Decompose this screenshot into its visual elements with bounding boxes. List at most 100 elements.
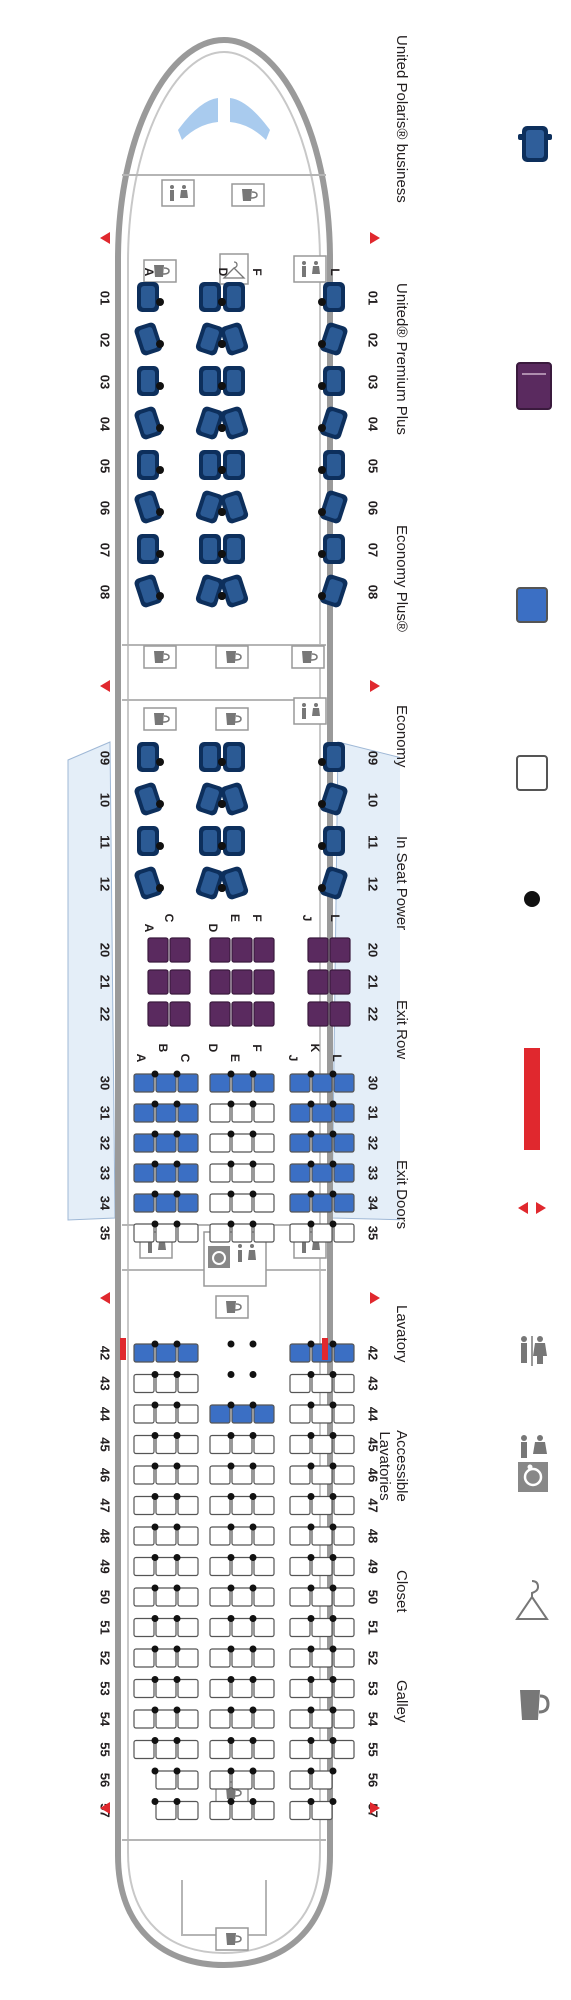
polaris-seat[interactable] bbox=[133, 865, 163, 900]
premium-plus-seat[interactable] bbox=[253, 969, 275, 995]
economy-plus-seat[interactable] bbox=[289, 1133, 311, 1153]
economy-seat[interactable] bbox=[231, 1193, 253, 1213]
economy-seat[interactable] bbox=[253, 1678, 275, 1699]
economy-plus-seat[interactable] bbox=[177, 1073, 199, 1093]
economy-seat[interactable] bbox=[311, 1495, 333, 1516]
economy-seat[interactable] bbox=[231, 1103, 253, 1123]
polaris-seat[interactable] bbox=[195, 405, 225, 440]
economy-seat[interactable] bbox=[289, 1617, 311, 1638]
economy-plus-seat[interactable] bbox=[333, 1343, 355, 1363]
economy-seat[interactable] bbox=[133, 1617, 155, 1638]
polaris-seat[interactable] bbox=[223, 282, 245, 312]
economy-seat[interactable] bbox=[231, 1587, 253, 1607]
economy-seat[interactable] bbox=[289, 1587, 311, 1607]
economy-plus-seat[interactable] bbox=[155, 1163, 177, 1183]
economy-seat[interactable] bbox=[231, 1770, 253, 1790]
economy-seat[interactable] bbox=[289, 1223, 311, 1243]
economy-seat[interactable] bbox=[231, 1678, 253, 1699]
economy-plus-seat[interactable] bbox=[133, 1133, 155, 1153]
economy-seat[interactable] bbox=[177, 1709, 199, 1729]
economy-seat[interactable] bbox=[177, 1648, 199, 1668]
economy-seat[interactable] bbox=[155, 1404, 177, 1424]
economy-seat[interactable] bbox=[133, 1223, 155, 1243]
economy-plus-seat[interactable] bbox=[177, 1193, 199, 1213]
economy-seat[interactable] bbox=[311, 1709, 333, 1729]
economy-seat[interactable] bbox=[289, 1800, 311, 1821]
premium-plus-seat[interactable] bbox=[307, 1001, 329, 1027]
premium-plus-seat[interactable] bbox=[231, 1001, 253, 1027]
economy-plus-seat[interactable] bbox=[133, 1163, 155, 1183]
economy-seat[interactable] bbox=[333, 1587, 355, 1607]
polaris-seat[interactable] bbox=[133, 781, 163, 816]
polaris-seat[interactable] bbox=[319, 489, 349, 524]
economy-plus-seat[interactable] bbox=[289, 1073, 311, 1093]
economy-seat[interactable] bbox=[289, 1556, 311, 1577]
economy-seat[interactable] bbox=[333, 1223, 355, 1243]
economy-seat[interactable] bbox=[253, 1587, 275, 1607]
polaris-seat[interactable] bbox=[319, 405, 349, 440]
economy-seat[interactable] bbox=[253, 1526, 275, 1546]
economy-seat[interactable] bbox=[311, 1617, 333, 1638]
economy-seat[interactable] bbox=[253, 1163, 275, 1183]
polaris-seat[interactable] bbox=[137, 534, 159, 564]
premium-plus-seat[interactable] bbox=[169, 1001, 191, 1027]
economy-seat[interactable] bbox=[333, 1404, 355, 1424]
economy-seat[interactable] bbox=[133, 1556, 155, 1577]
economy-seat[interactable] bbox=[253, 1434, 275, 1455]
economy-seat[interactable] bbox=[209, 1800, 231, 1821]
economy-plus-seat[interactable] bbox=[155, 1103, 177, 1123]
economy-plus-seat[interactable] bbox=[311, 1163, 333, 1183]
economy-plus-seat[interactable] bbox=[155, 1073, 177, 1093]
premium-plus-seat[interactable] bbox=[329, 1001, 351, 1027]
economy-seat[interactable] bbox=[231, 1739, 253, 1760]
economy-seat[interactable] bbox=[231, 1163, 253, 1183]
polaris-seat[interactable] bbox=[219, 405, 249, 440]
polaris-seat[interactable] bbox=[133, 573, 163, 608]
economy-plus-seat[interactable] bbox=[133, 1073, 155, 1093]
polaris-seat[interactable] bbox=[133, 405, 163, 440]
economy-seat[interactable] bbox=[177, 1770, 199, 1790]
economy-plus-seat[interactable] bbox=[155, 1193, 177, 1213]
economy-seat[interactable] bbox=[311, 1678, 333, 1699]
polaris-seat[interactable] bbox=[223, 742, 245, 772]
economy-plus-seat[interactable] bbox=[311, 1193, 333, 1213]
economy-seat[interactable] bbox=[209, 1193, 231, 1213]
polaris-seat[interactable] bbox=[223, 826, 245, 856]
polaris-seat[interactable] bbox=[319, 865, 349, 900]
economy-seat[interactable] bbox=[333, 1373, 355, 1394]
premium-plus-seat[interactable] bbox=[147, 937, 169, 963]
economy-plus-seat[interactable] bbox=[155, 1133, 177, 1153]
polaris-seat[interactable] bbox=[323, 282, 345, 312]
economy-seat[interactable] bbox=[133, 1678, 155, 1699]
economy-seat[interactable] bbox=[177, 1678, 199, 1699]
economy-seat[interactable] bbox=[177, 1404, 199, 1424]
premium-plus-seat[interactable] bbox=[253, 937, 275, 963]
economy-seat[interactable] bbox=[209, 1434, 231, 1455]
economy-seat[interactable] bbox=[289, 1770, 311, 1790]
premium-plus-seat[interactable] bbox=[147, 969, 169, 995]
economy-seat[interactable] bbox=[155, 1587, 177, 1607]
polaris-seat[interactable] bbox=[323, 742, 345, 772]
economy-plus-seat[interactable] bbox=[311, 1133, 333, 1153]
polaris-seat[interactable] bbox=[323, 826, 345, 856]
economy-seat[interactable] bbox=[253, 1133, 275, 1153]
economy-plus-seat[interactable] bbox=[133, 1193, 155, 1213]
economy-seat[interactable] bbox=[155, 1434, 177, 1455]
economy-seat[interactable] bbox=[311, 1556, 333, 1577]
economy-seat[interactable] bbox=[209, 1223, 231, 1243]
economy-seat[interactable] bbox=[155, 1709, 177, 1729]
premium-plus-seat[interactable] bbox=[169, 937, 191, 963]
polaris-seat[interactable] bbox=[137, 450, 159, 480]
economy-seat[interactable] bbox=[253, 1739, 275, 1760]
economy-seat[interactable] bbox=[289, 1526, 311, 1546]
economy-seat[interactable] bbox=[311, 1526, 333, 1546]
economy-seat[interactable] bbox=[133, 1526, 155, 1546]
economy-seat[interactable] bbox=[133, 1709, 155, 1729]
polaris-seat[interactable] bbox=[323, 450, 345, 480]
economy-seat[interactable] bbox=[231, 1223, 253, 1243]
economy-seat[interactable] bbox=[155, 1678, 177, 1699]
economy-seat[interactable] bbox=[311, 1800, 333, 1821]
economy-plus-seat[interactable] bbox=[311, 1103, 333, 1123]
economy-seat[interactable] bbox=[155, 1739, 177, 1760]
economy-plus-seat[interactable] bbox=[231, 1404, 253, 1424]
